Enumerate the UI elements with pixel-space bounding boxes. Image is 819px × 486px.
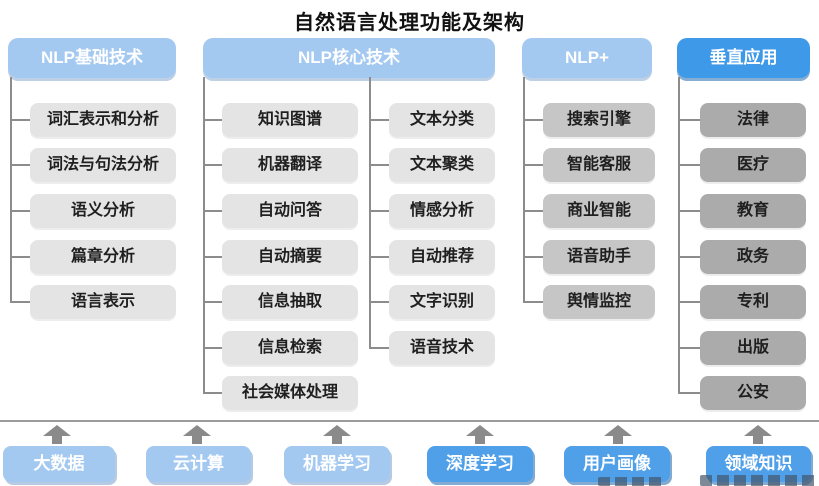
core-tech-item: 文本分类 bbox=[369, 103, 495, 137]
up-arrow-icon bbox=[466, 425, 494, 444]
core-tech-item: 文字识别 bbox=[369, 285, 495, 319]
connector-line bbox=[10, 77, 12, 302]
core-tech-item: 信息抽取 bbox=[203, 285, 358, 319]
basic-tech-item: 篇章分析 bbox=[10, 240, 176, 274]
foundation-box: 云计算 bbox=[146, 446, 251, 482]
vertical-app-item: 法律 bbox=[678, 103, 806, 137]
connector-line bbox=[523, 77, 525, 302]
up-arrow-icon bbox=[744, 425, 772, 444]
baseline-divider bbox=[0, 420, 819, 422]
foundation-box: 深度学习 bbox=[427, 446, 533, 482]
nlp-plus-item: 舆情监控 bbox=[523, 285, 655, 319]
vertical-app-item: 政务 bbox=[678, 240, 806, 274]
column-header-nlp-core: NLP核心技术 bbox=[203, 38, 495, 78]
connector-line bbox=[369, 77, 371, 348]
vertical-app-item: 医疗 bbox=[678, 148, 806, 182]
basic-tech-item: 词法与句法分析 bbox=[10, 148, 176, 182]
core-tech-item: 机器翻译 bbox=[203, 148, 358, 182]
watermark-fragment bbox=[598, 477, 664, 486]
core-tech-item: 社会媒体处理 bbox=[203, 376, 358, 410]
core-tech-item: 自动摘要 bbox=[203, 240, 358, 274]
vertical-app-item: 公安 bbox=[678, 376, 806, 410]
page-title: 自然语言处理功能及架构 bbox=[294, 12, 525, 34]
vertical-app-item: 专利 bbox=[678, 285, 806, 319]
connector-line bbox=[203, 77, 205, 393]
core-tech-item: 情感分析 bbox=[369, 194, 495, 228]
nlp-plus-item: 智能客服 bbox=[523, 148, 655, 182]
up-arrow-icon bbox=[43, 425, 71, 444]
up-arrow-icon bbox=[183, 425, 211, 444]
column-header-nlp-plus: NLP+ bbox=[522, 38, 652, 78]
core-tech-item: 语音技术 bbox=[369, 331, 495, 365]
core-tech-item: 自动推荐 bbox=[369, 240, 495, 274]
core-tech-item: 信息检索 bbox=[203, 331, 358, 365]
basic-tech-item: 语义分析 bbox=[10, 194, 176, 228]
vertical-app-item: 教育 bbox=[678, 194, 806, 228]
column-header-nlp-basic: NLP基础技术 bbox=[8, 38, 176, 78]
foundation-box: 大数据 bbox=[3, 446, 115, 482]
foundation-box: 用户画像 bbox=[564, 446, 670, 482]
nlp-plus-item: 商业智能 bbox=[523, 194, 655, 228]
connector-line bbox=[678, 77, 680, 393]
up-arrow-icon bbox=[604, 425, 632, 444]
nlp-plus-item: 语音助手 bbox=[523, 240, 655, 274]
core-tech-item: 知识图谱 bbox=[203, 103, 358, 137]
basic-tech-item: 语言表示 bbox=[10, 285, 176, 319]
core-tech-item: 自动问答 bbox=[203, 194, 358, 228]
column-header-vertical-apps: 垂直应用 bbox=[677, 38, 810, 78]
nlp-plus-item: 搜索引擎 bbox=[523, 103, 655, 137]
foundation-box: 机器学习 bbox=[284, 446, 390, 482]
core-tech-item: 文本聚类 bbox=[369, 148, 495, 182]
vertical-app-item: 出版 bbox=[678, 331, 806, 365]
watermark-fragment bbox=[700, 475, 819, 486]
basic-tech-item: 词汇表示和分析 bbox=[10, 103, 176, 137]
up-arrow-icon bbox=[323, 425, 351, 444]
